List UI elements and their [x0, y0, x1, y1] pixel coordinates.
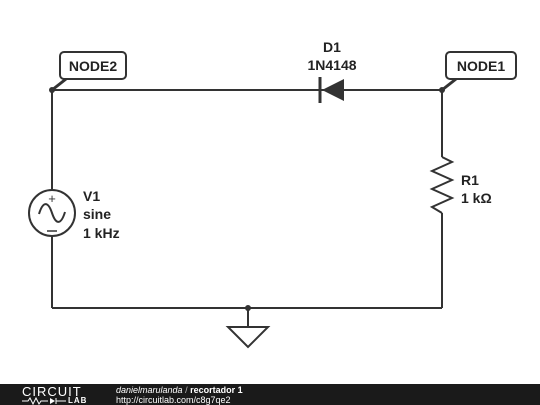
source-type-label: sine	[83, 206, 111, 222]
node-label-node2[interactable]: NODE2	[51, 51, 127, 92]
resistor-value-label: 1 kΩ	[461, 190, 492, 206]
wires	[51, 89, 443, 327]
footer-author[interactable]: danielmarulanda	[116, 385, 183, 395]
sine-wave-icon	[38, 203, 66, 223]
footer-info: danielmarulanda / recortador 1 http://ci…	[116, 385, 243, 405]
voltage-source-v1[interactable]: + V1 sine 1 kHz	[28, 188, 120, 241]
diode-d1[interactable]: D1 1N4148	[307, 39, 357, 103]
diode-ref-label: D1	[323, 39, 341, 55]
node-label-node1-text: NODE1	[457, 58, 505, 74]
logo-text-circuit: CIRCUIT	[22, 384, 82, 399]
footer-separator: /	[185, 385, 188, 395]
footer-url[interactable]: http://circuitlab.com/c8g7qe2	[116, 395, 231, 405]
resistor-r1[interactable]: R1 1 kΩ	[429, 156, 492, 214]
source-ref-label: V1	[83, 188, 100, 204]
schematic-canvas: NODE2 NODE1 D1 1N4148 R1 1 kΩ + V1 sine …	[28, 39, 517, 349]
logo-text-lab: LAB	[68, 396, 88, 405]
footer-bar: CIRCUIT LAB danielmarulanda / recortador…	[0, 384, 540, 405]
junction-dot-ground	[245, 305, 251, 311]
node-label-node2-text: NODE2	[69, 58, 117, 74]
circuitlab-logo[interactable]: CIRCUIT LAB	[22, 385, 98, 405]
diode-part-label: 1N4148	[307, 57, 356, 73]
source-freq-label: 1 kHz	[83, 225, 120, 241]
footer-credit-line: danielmarulanda / recortador 1	[116, 385, 243, 395]
resistor-ref-label: R1	[461, 172, 479, 188]
logo-wave-icon	[22, 397, 66, 405]
resistor-zigzag	[429, 156, 455, 214]
diode-triangle	[322, 79, 344, 101]
ground-icon	[225, 326, 271, 349]
node-label-node1[interactable]: NODE1	[441, 51, 517, 92]
footer-circuit-title[interactable]: recortador 1	[190, 385, 243, 395]
plus-sign-icon: +	[48, 191, 56, 206]
